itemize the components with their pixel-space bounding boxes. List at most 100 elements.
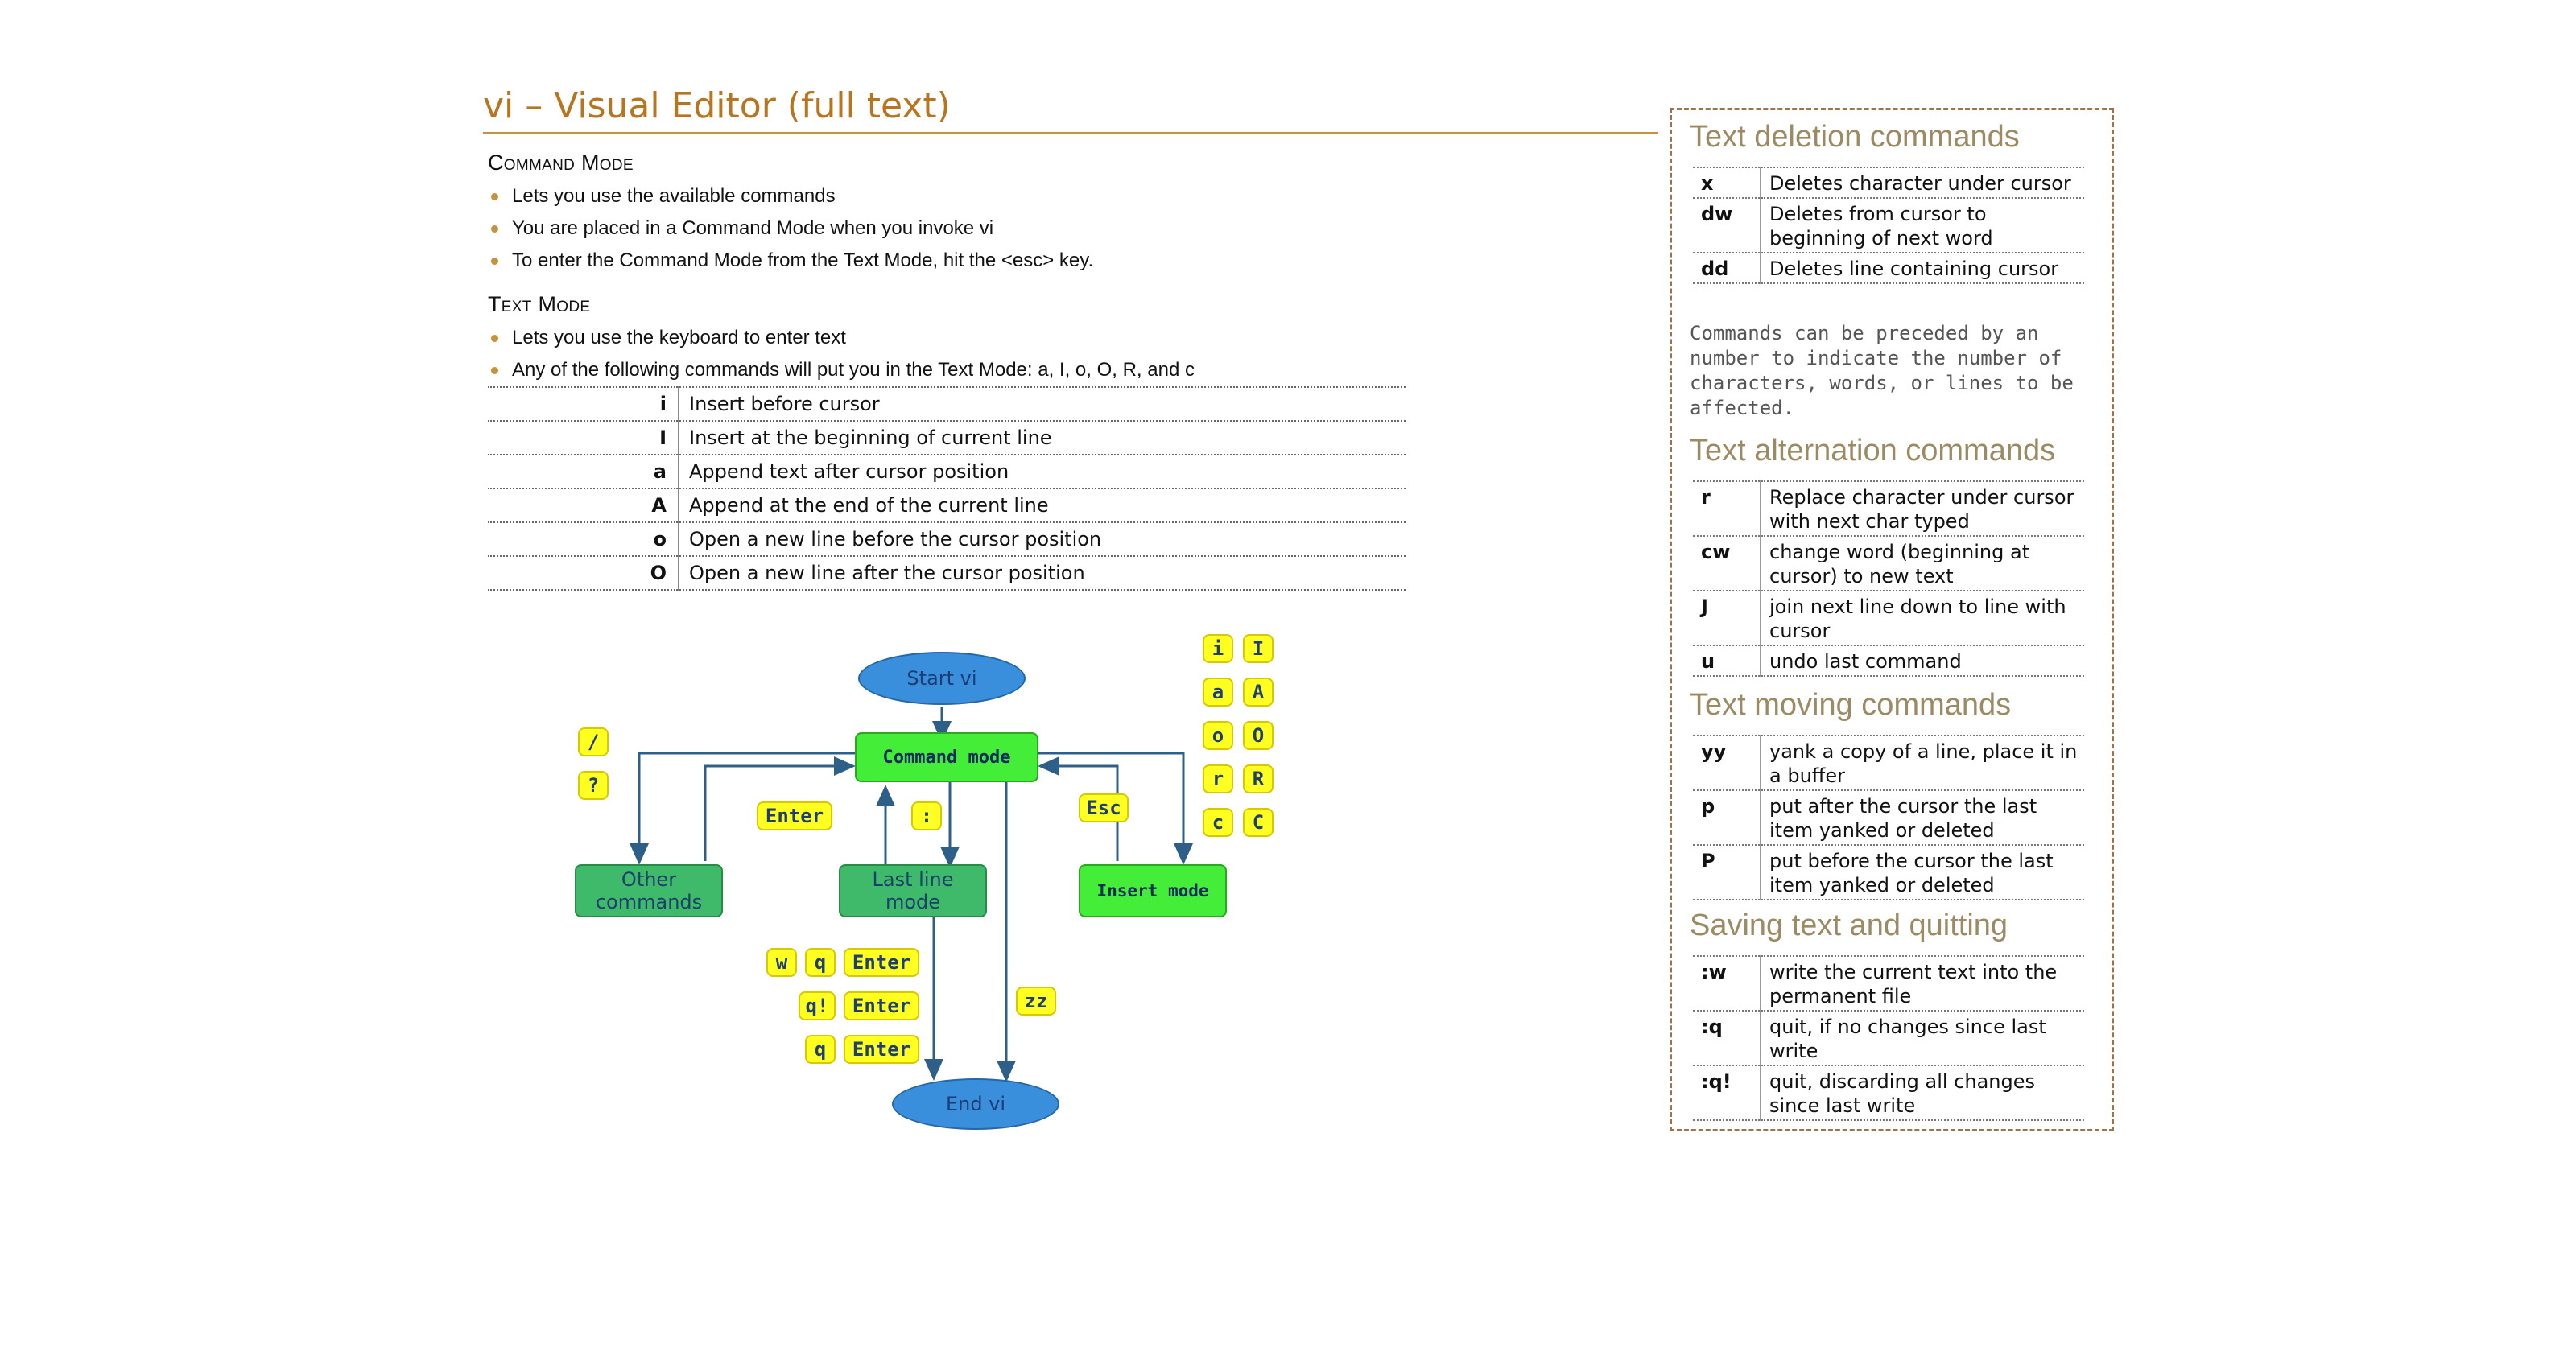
list-item: Any of the following commands will put y… bbox=[488, 354, 1534, 386]
command-key: i bbox=[488, 386, 679, 422]
list-item: Lets you use the available commands bbox=[488, 180, 1534, 212]
command-key: dd bbox=[1693, 253, 1761, 284]
command-desc: Deletes line containing cursor bbox=[1761, 253, 2084, 284]
deletion-note: Commands can be preceded by an number to… bbox=[1690, 322, 2074, 419]
key-zz: zz bbox=[1016, 987, 1056, 1016]
command-key: a bbox=[488, 455, 679, 489]
command-desc: Deletes character under cursor bbox=[1761, 167, 2084, 199]
key-w: w bbox=[766, 948, 797, 977]
command-key: I bbox=[488, 421, 679, 455]
command-desc: join next line down to line with cursor bbox=[1761, 591, 2084, 646]
command-key: cw bbox=[1693, 536, 1761, 591]
command-mode-list: Lets you use the available commands You … bbox=[488, 180, 1534, 277]
end-vi-node: End vi bbox=[892, 1078, 1059, 1130]
command-key: :w bbox=[1693, 955, 1761, 1012]
key-A: A bbox=[1243, 678, 1274, 707]
start-vi-node: Start vi bbox=[858, 652, 1026, 705]
moving-heading: Text moving commands bbox=[1690, 688, 2012, 722]
command-desc: undo last command bbox=[1761, 645, 2084, 677]
command-key: :q bbox=[1693, 1011, 1761, 1066]
saving-heading: Saving text and quitting bbox=[1690, 909, 2008, 942]
command-desc: write the current text into the permanen… bbox=[1761, 955, 2084, 1012]
vi-mode-diagram: Start vi Command mode Other commands Las… bbox=[564, 620, 1336, 1135]
command-key: J bbox=[1693, 591, 1761, 646]
arrow-command-to-insert bbox=[1037, 752, 1193, 865]
text-mode-list: Lets you use the keyboard to enter text … bbox=[488, 322, 1534, 386]
command-desc: Replace character under cursor with next… bbox=[1761, 480, 2084, 537]
command-key: x bbox=[1693, 167, 1761, 199]
text-mode-section: Text Mode Lets you use the keyboard to e… bbox=[488, 290, 1534, 386]
command-mode-heading: Command Mode bbox=[488, 150, 634, 175]
key-q-bang: q! bbox=[799, 991, 836, 1020]
list-item: You are placed in a Command Mode when yo… bbox=[488, 212, 1534, 245]
deletion-heading: Text deletion commands bbox=[1690, 120, 2020, 154]
key-question: ? bbox=[578, 771, 609, 800]
list-item: Lets you use the keyboard to enter text bbox=[488, 322, 1534, 354]
title-divider bbox=[483, 132, 1658, 134]
key-R: R bbox=[1243, 764, 1274, 793]
command-mode-node: Command mode bbox=[855, 732, 1038, 782]
diagram-connectors bbox=[630, 707, 1193, 1082]
alternation-heading: Text alternation commands bbox=[1690, 434, 2056, 468]
command-key: dw bbox=[1693, 198, 1761, 253]
command-key: yy bbox=[1693, 735, 1761, 791]
key-enter: Enter bbox=[844, 991, 919, 1020]
command-desc: quit, if no changes since last write bbox=[1761, 1011, 2084, 1066]
other-commands-node: Other commands bbox=[575, 864, 723, 917]
key-slash: / bbox=[578, 727, 609, 756]
command-key: P bbox=[1693, 845, 1761, 900]
text-mode-heading: Text Mode bbox=[488, 292, 591, 316]
key-c: c bbox=[1203, 808, 1233, 837]
command-key: u bbox=[1693, 645, 1761, 677]
list-item: To enter the Command Mode from the Text … bbox=[488, 245, 1534, 277]
table-row: :q!quit, discarding all changes since la… bbox=[1693, 1065, 2084, 1121]
key-q: q bbox=[805, 1035, 836, 1064]
command-key: o bbox=[488, 522, 679, 557]
key-I: I bbox=[1243, 634, 1274, 663]
command-key: :q! bbox=[1693, 1065, 1761, 1121]
command-desc: put after the cursor the last item yanke… bbox=[1761, 790, 2084, 846]
command-desc: Insert at the beginning of current line bbox=[679, 421, 1406, 455]
insert-mode-node: Insert mode bbox=[1079, 864, 1227, 917]
command-key: r bbox=[1693, 480, 1761, 537]
key-i: i bbox=[1203, 634, 1233, 663]
command-desc: Deletes from cursor to beginning of next… bbox=[1761, 198, 2084, 253]
command-desc: Open a new line before the cursor positi… bbox=[679, 522, 1406, 557]
command-desc: yank a copy of a line, place it in a buf… bbox=[1761, 735, 2084, 791]
command-desc: Insert before cursor bbox=[679, 386, 1406, 422]
arrow-insert-to-command bbox=[1038, 756, 1119, 861]
key-r: r bbox=[1203, 764, 1233, 793]
key-enter: Enter bbox=[844, 1035, 919, 1064]
key-O: O bbox=[1243, 721, 1274, 750]
arrow-command-to-other bbox=[630, 752, 855, 865]
command-desc: change word (beginning at cursor) to new… bbox=[1761, 536, 2084, 591]
last-line-mode-node: Last line mode bbox=[839, 864, 987, 917]
key-colon: : bbox=[911, 801, 942, 830]
command-key: O bbox=[488, 556, 679, 591]
command-desc: Append text after cursor position bbox=[679, 455, 1406, 489]
command-key: A bbox=[488, 488, 679, 523]
command-desc: put before the cursor the last item yank… bbox=[1761, 845, 2084, 900]
command-key: p bbox=[1693, 790, 1761, 846]
key-esc: Esc bbox=[1079, 793, 1129, 822]
